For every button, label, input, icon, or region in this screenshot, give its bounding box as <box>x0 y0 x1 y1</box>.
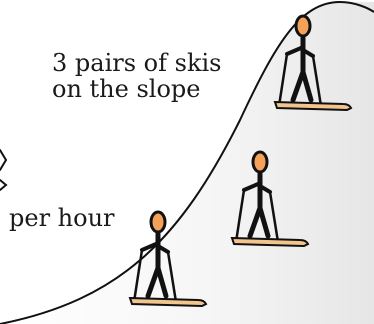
rate-caption: per hour <box>9 206 115 230</box>
slope-caption: 3 pairs of skis on the slope <box>52 50 221 102</box>
partial-arrow-mark <box>0 150 6 190</box>
slope-caption-line1: 3 pairs of skis <box>52 50 221 76</box>
slope-caption-line2: on the slope <box>52 76 221 102</box>
